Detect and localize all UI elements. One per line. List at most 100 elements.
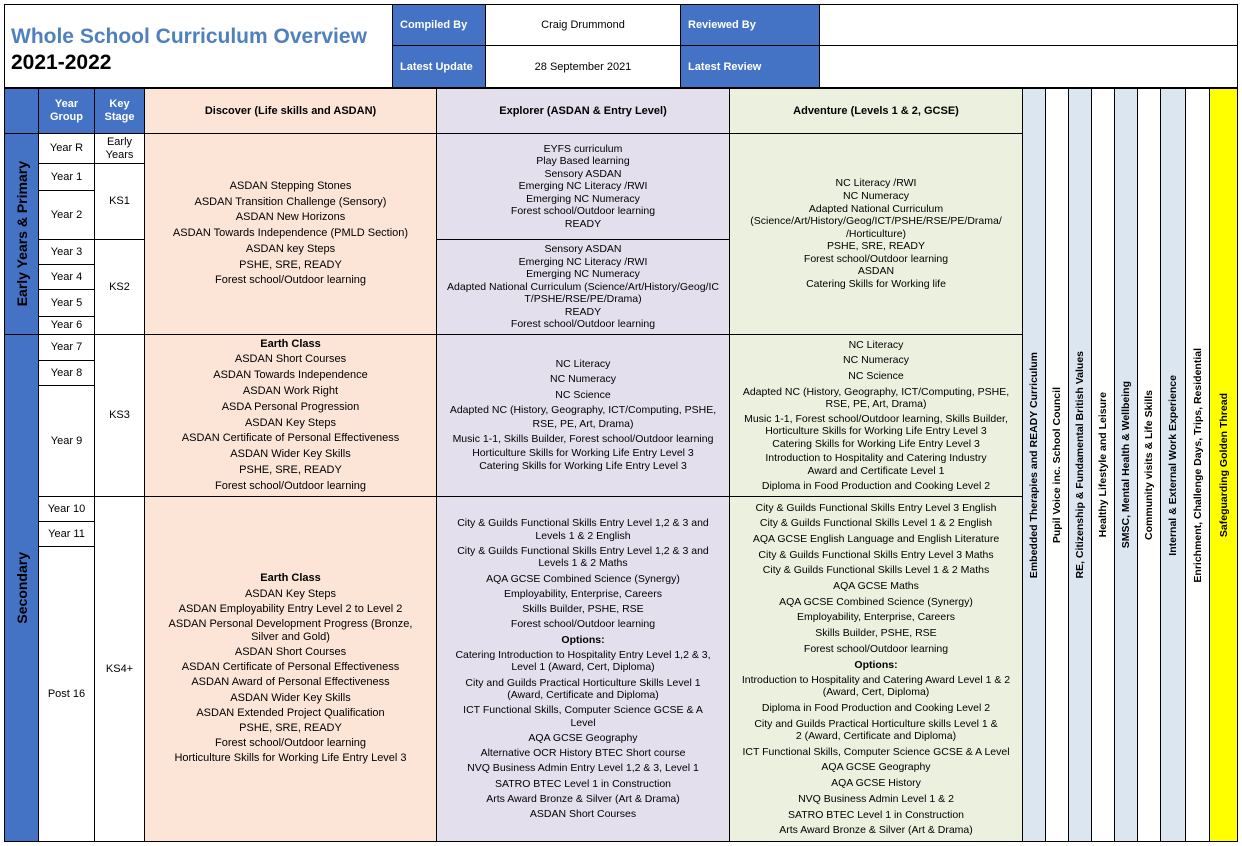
list-item: City & Guilds Functional Skills Level 1 …	[762, 564, 990, 577]
list-item: Employability, Enterprise, Careers	[504, 587, 662, 600]
year-row-4: Year 4	[38, 264, 95, 290]
explorer-early-cell: EYFS curriculum Play Based learning Sens…	[436, 133, 730, 240]
adventure-ks3-cell: NC Literacy NC Numeracy NC Science Adapt…	[729, 334, 1023, 497]
list-item: AQA GCSE Combined Science (Synergy)	[486, 572, 680, 585]
list-item: ASDAN Towards Independence (PMLD Section…	[172, 227, 409, 240]
key-stage-early-years: Early Years	[94, 133, 145, 164]
page-title: Whole School Curriculum Overview	[11, 25, 367, 48]
explorer-ks4-cell: City & Guilds Functional Skills Entry Le…	[436, 496, 730, 842]
year-row-3: Year 3	[38, 239, 95, 265]
list-item: AQA GCSE History	[831, 777, 921, 790]
list-item: Play Based learning	[536, 155, 630, 168]
key-stage-ks3: KS3	[94, 334, 145, 497]
list-item: Sensory ASDAN	[544, 243, 622, 256]
list-item: PSHE, SRE, READY	[239, 722, 342, 734]
thread-pupil-voice: Pupil Voice inc. School Council	[1045, 88, 1069, 842]
explorer-header: Explorer (ASDAN & Entry Level)	[436, 88, 730, 134]
thread-work-experience: Internal & External Work Experience	[1160, 88, 1186, 842]
year-row-5: Year 5	[38, 289, 95, 317]
thread-re-citizenship: RE, Citizenship & Fundamental British Va…	[1068, 88, 1092, 842]
list-item: AQA GCSE Geography	[528, 731, 638, 744]
list-item: City & Guilds Functional Skills Level 1 …	[759, 517, 993, 530]
list-item: PSHE, SRE, READY	[239, 258, 342, 271]
list-item: ASDAN Award of Personal Effectiveness	[191, 676, 390, 689]
year-row-post16: Post 16	[38, 546, 95, 842]
thread-community-visits: Community visits & Life Skills	[1137, 88, 1161, 842]
list-item: SATRO BTEC Level 1 in Construction	[494, 777, 672, 790]
list-item: ASDAN New Horizons	[235, 211, 346, 224]
reviewed-by-value	[819, 4, 1238, 46]
list-item: NC Numeracy	[843, 189, 909, 202]
list-item: ASDAN	[857, 265, 895, 278]
list-item: Catering Skills for Working life	[806, 278, 946, 291]
latest-update-label: Latest Update	[392, 45, 486, 88]
explorer-ks3-cell: NC Literacy NC Numeracy NC Science Adapt…	[436, 334, 730, 497]
year-row-8: Year 8	[38, 360, 95, 386]
list-item: Adapted NC (History, Geography, ICT/Comp…	[449, 404, 717, 430]
list-item: ASDAN Stepping Stones	[229, 179, 352, 192]
options-label: Options:	[561, 633, 605, 646]
adventure-ks4-cell: City & Guilds Functional Skills Entry Le…	[729, 496, 1023, 842]
list-item: AQA GCSE English Language and English Li…	[752, 532, 1000, 545]
adventure-primary-cell: NC Literacy /RWI NC Numeracy Adapted Nat…	[729, 133, 1023, 335]
list-item: Adapted National Curriculum (Science/Art…	[750, 202, 1002, 240]
list-item: Forest school/Outdoor learning	[510, 318, 656, 331]
list-item: Arts Award Bronze & Silver (Art & Drama)	[779, 824, 973, 837]
list-item: City and Guilds Practical Horticulture S…	[465, 676, 701, 701]
year-row-11: Year 11	[38, 521, 95, 547]
list-item: AQA GCSE Geography	[821, 761, 931, 774]
discover-ks3-cell: Earth Class ASDAN Short Courses ASDAN To…	[144, 334, 437, 497]
explorer-ks2-cell: Sensory ASDAN Emerging NC Literacy /RWI …	[436, 239, 730, 335]
key-stage-header: Key Stage	[94, 88, 145, 134]
latest-update-value: 28 September 2021	[485, 45, 681, 88]
list-item: ASDAN Certificate of Personal Effectiven…	[181, 661, 400, 674]
list-item: Catering Skills for Working Life Entry L…	[772, 437, 980, 450]
list-item: ASDAN Personal Development Progress (Bro…	[168, 617, 413, 643]
list-item: ASDAN Wider Key Skills	[230, 691, 351, 704]
phase-header-corner	[4, 88, 39, 134]
list-item: City and Guilds Practical Horticulture s…	[754, 717, 998, 743]
year-row-7: Year 7	[38, 334, 95, 361]
list-item: READY	[564, 217, 602, 230]
page-year: 2021-2022	[11, 51, 112, 74]
list-item: Adapted National Curriculum (Science/Art…	[447, 280, 719, 306]
list-item: ASDAN Key Steps	[244, 416, 337, 429]
thread-smsc: SMSC, Mental Health & Wellbeing	[1114, 88, 1138, 842]
class-heading: Earth Class	[260, 572, 321, 585]
list-item: ASDAN Certificate of Personal Effectiven…	[181, 432, 400, 445]
list-item: Forest school/Outdoor learning	[803, 252, 949, 265]
list-item: City & Guilds Functional Skills Entry Le…	[755, 501, 997, 514]
list-item: ASDAN Short Courses	[234, 353, 347, 366]
year-row-6: Year 6	[38, 316, 95, 335]
list-item: Diploma in Food Production and Cooking L…	[761, 702, 991, 715]
list-item: Diploma in Food Production and Cooking L…	[761, 479, 991, 492]
list-item: NC Numeracy	[550, 373, 616, 385]
list-item: Emerging NC Numeracy	[526, 192, 640, 205]
year-group-header: Year Group	[38, 88, 95, 134]
list-item: Emerging NC Literacy /RWI	[518, 180, 648, 193]
class-heading: Earth Class	[260, 337, 321, 350]
adventure-header: Adventure (Levels 1 & 2, GCSE)	[729, 88, 1023, 134]
list-item: SATRO BTEC Level 1 in Construction	[787, 808, 965, 821]
list-item: READY	[564, 305, 602, 318]
key-stage-ks4: KS4+	[94, 496, 145, 842]
list-item: City & Guilds Functional Skills Entry Le…	[758, 548, 994, 561]
list-item: ASDAN Short Courses	[234, 645, 347, 658]
list-item: ICT Functional Skills, Computer Science …	[742, 745, 1010, 758]
list-item: NC Science	[555, 388, 611, 401]
list-item: Horticulture Skills for Working Life Ent…	[174, 752, 407, 765]
list-item: Skills Builder, PSHE, RSE	[522, 603, 644, 616]
options-label: Options:	[854, 658, 898, 671]
list-item: NC Numeracy	[843, 354, 909, 367]
list-item: NC Literacy	[848, 338, 904, 351]
phase-secondary: Secondary	[4, 334, 39, 842]
thread-healthy-lifestyle: Healthy Lifestyle and Leisure	[1091, 88, 1115, 842]
year-row-r: Year R	[38, 133, 95, 164]
list-item: Forest school/Outdoor learning	[803, 642, 949, 655]
reviewed-by-label: Reviewed By	[680, 4, 820, 46]
compiled-by-value: Craig Drummond	[485, 4, 681, 46]
list-item: Sensory ASDAN	[544, 167, 622, 180]
list-item: ASDA Personal Progression	[221, 400, 360, 413]
title-block: Whole School Curriculum Overview 2021-20…	[4, 4, 393, 88]
discover-header: Discover (Life skills and ASDAN)	[144, 88, 437, 134]
